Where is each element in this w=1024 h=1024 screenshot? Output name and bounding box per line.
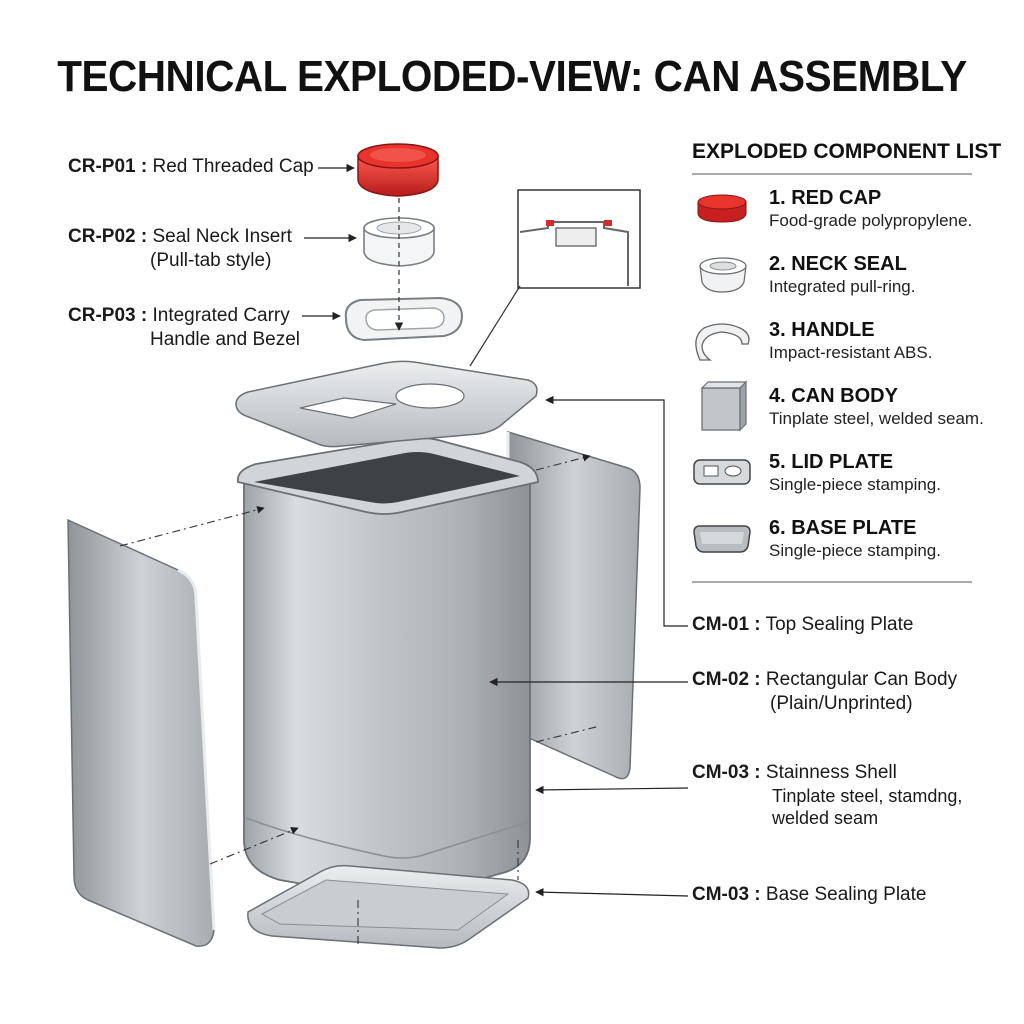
callout-text: Stainness Shell <box>765 762 897 783</box>
list-item-name: 3. HANDLE <box>769 319 875 341</box>
base-plate <box>247 864 530 949</box>
left-shell-panel <box>67 518 216 947</box>
callout-cm-03-shell: CM-03 : Stainness Shell Tinplate steel, … <box>692 761 962 829</box>
callout-cm-01: CM-01 : Top Sealing Plate <box>692 613 913 637</box>
can-body-icon <box>700 380 748 432</box>
list-item-desc: Tinplate steel, welded seam. <box>769 409 984 428</box>
can-body <box>236 437 539 900</box>
callout-text: Rectangular Can Body <box>765 669 958 690</box>
callout-cm-02: CM-02 : Rectangular Can Body (Plain/Unpr… <box>692 668 957 716</box>
alignment-lines <box>119 454 601 948</box>
component-list-heading: EXPLODED COMPONENT LIST <box>692 140 1002 163</box>
handle-bezel <box>344 296 464 342</box>
callout-code: CM-03 : <box>692 884 761 905</box>
left-leaders <box>302 163 357 321</box>
red-cap-icon <box>697 194 747 223</box>
callout-text: Seal Neck Insert <box>152 226 292 247</box>
callout-text: Red Threaded Cap <box>152 156 314 177</box>
list-item-name: 1. RED CAP <box>769 187 882 209</box>
lid-plate <box>235 360 538 448</box>
callout-cr-p03: CR-P03 : Integrated Carry Handle and Bez… <box>68 304 300 352</box>
list-item-desc: Integrated pull-ring. <box>769 277 916 296</box>
list-item-handle: 3. HANDLE Impact-resistant ABS. <box>769 318 932 364</box>
list-item-red-cap: 1. RED CAP Food-grade polypropylene. <box>769 186 972 232</box>
list-item-name: 5. LID PLATE <box>769 451 894 473</box>
list-item-name: 4. CAN BODY <box>769 385 898 407</box>
list-item-name: 2. NECK SEAL <box>769 253 907 275</box>
right-leaders <box>489 395 689 897</box>
callout-code: CM-02 : <box>692 669 761 690</box>
callout-subtext: Handle and Bezel <box>150 329 300 350</box>
diagram-title: TECHNICAL EXPLODED-VIEW: CAN ASSEMBLY <box>57 52 967 101</box>
list-item-can-body: 4. CAN BODY Tinplate steel, welded seam. <box>769 384 984 430</box>
list-item-desc: Single-piece stamping. <box>769 541 941 560</box>
list-item-name: 6. BASE PLATE <box>769 517 917 539</box>
handle-icon <box>695 323 750 361</box>
callout-code: CM-01 : <box>692 614 761 635</box>
lid-plate-icon <box>693 459 751 485</box>
list-item-desc: Impact-resistant ABS. <box>769 343 933 362</box>
base-plate-icon <box>693 525 751 553</box>
callout-code: CR-P01 : <box>68 156 148 177</box>
callout-cm-03-base: CM-03 : Base Sealing Plate <box>692 883 926 907</box>
callout-subtext: Tinplate steel, stamdng, <box>772 786 963 806</box>
list-item-desc: Single-piece stamping. <box>769 475 941 494</box>
callout-code: CR-P03 : <box>68 305 148 326</box>
list-item-base-plate: 6. BASE PLATE Single-piece stamping. <box>769 516 941 562</box>
list-item-neck-seal: 2. NECK SEAL Integrated pull-ring. <box>769 252 915 298</box>
callout-subtext-2: welded seam <box>772 808 879 828</box>
list-item-desc: Food-grade polypropylene. <box>769 211 973 230</box>
callout-text: Integrated Carry <box>152 305 290 326</box>
callout-subtext: (Pull-tab style) <box>150 250 272 271</box>
list-item-lid-plate: 5. LID PLATE Single-piece stamping. <box>769 450 941 496</box>
neck-seal-icon <box>699 257 747 293</box>
callout-cr-p01: CR-P01 : Red Threaded Cap <box>68 155 314 179</box>
callout-code: CM-03 : <box>692 762 761 783</box>
callout-text: Top Sealing Plate <box>765 614 914 635</box>
callout-subtext: (Plain/Unprinted) <box>770 693 913 714</box>
callout-cr-p02: CR-P02 : Seal Neck Insert (Pull-tab styl… <box>68 225 292 273</box>
callout-code: CR-P02 : <box>68 226 148 247</box>
red-cap <box>357 143 439 197</box>
callout-text: Base Sealing Plate <box>765 884 927 905</box>
detail-inset <box>469 189 641 367</box>
